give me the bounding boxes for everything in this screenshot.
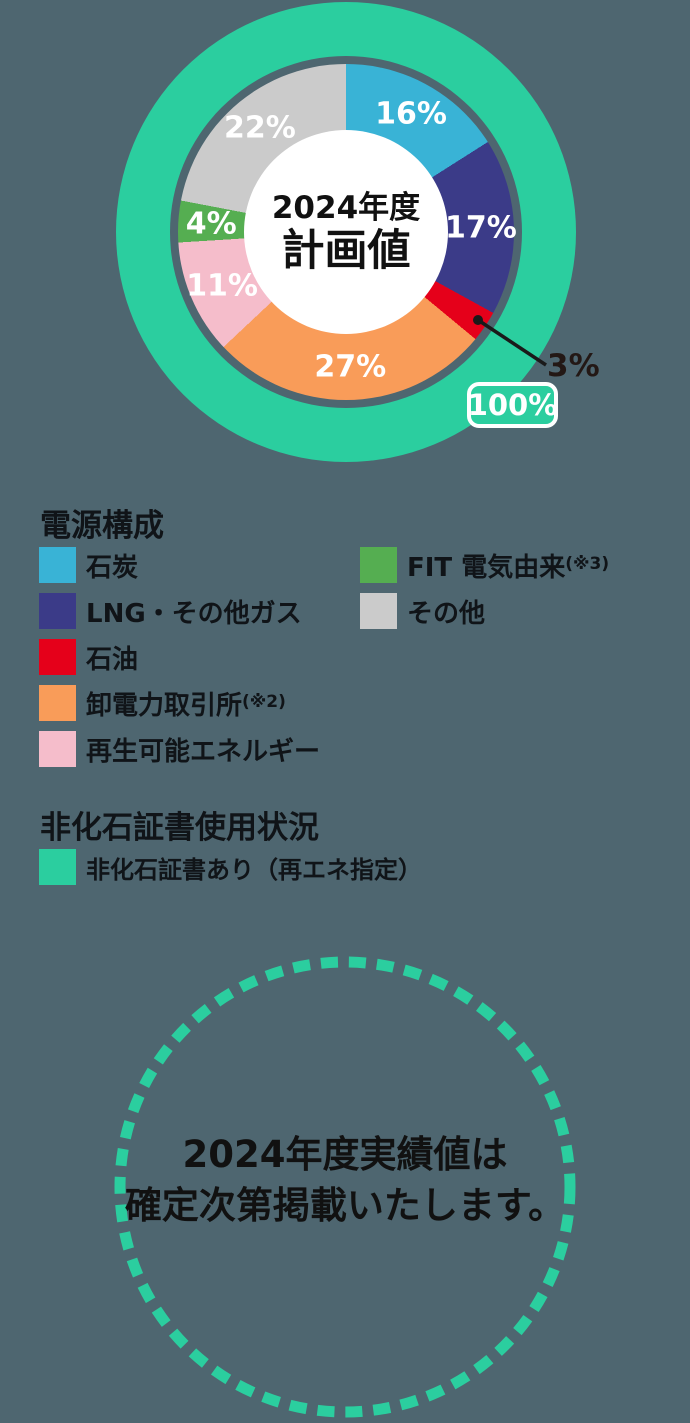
legend-item-卸電力取引所: 卸電力取引所(※2) — [39, 685, 320, 721]
legend-label: LNG・その他ガス — [86, 598, 302, 629]
segment-label-oil-outside: 3% — [547, 348, 600, 384]
segment-label-石炭: 16% — [375, 96, 447, 132]
segment-label-LNG・その他ガス: 17% — [445, 210, 517, 246]
notice-line2: 確定次第掲載いたします。 — [124, 1183, 566, 1227]
legend-item-FIT 電気由来: FIT 電気由来(※3) — [360, 547, 609, 583]
notice-text: 2024年度実績値は 確定次第掲載いたします。 — [65, 1130, 625, 1231]
callout-line — [473, 315, 547, 367]
donut-center: 2024年度 計画値 — [244, 130, 448, 334]
legend-label: 卸電力取引所(※2) — [86, 690, 286, 721]
notice-line1: 2024年度実績値は — [182, 1133, 508, 1176]
donut-chart: 2024年度 計画値 3% 100% 16% 17% 27% 11% 4% 22% — [0, 0, 690, 470]
dashed-circle-stroke — [114, 956, 576, 1418]
legend-label: 石油 — [86, 644, 139, 675]
legend-label: 石炭 — [86, 552, 139, 583]
legend-item-石油: 石油 — [39, 639, 320, 675]
legend-label-note: (※3) — [565, 553, 610, 574]
legend-swatch — [39, 547, 76, 583]
donut-center-year: 2024年度 — [271, 189, 421, 226]
legend-label: FIT 電気由来(※3) — [407, 552, 610, 583]
legend-item-再生可能エネルギー: 再生可能エネルギー — [39, 731, 320, 767]
legend-column-right: FIT 電気由来(※3) その他 — [360, 547, 609, 639]
legend-swatch-certificate — [39, 849, 76, 885]
power-composition-heading: 電源構成 — [40, 508, 164, 544]
certificate-status-heading: 非化石証書使用状況 — [40, 810, 319, 846]
legend-item-その他: その他 — [360, 593, 609, 629]
legend-label: 再生可能エネルギー — [86, 736, 321, 767]
legend-swatch — [39, 593, 76, 629]
segment-label-卸電力取引所: 27% — [314, 349, 387, 385]
legend-column-left: 石炭 LNG・その他ガス石油卸電力取引所(※2) 再生可能エネルギー — [39, 547, 320, 777]
legend-item-certificate: 非化石証書あり（再エネ指定） — [39, 849, 422, 885]
legend-swatch — [39, 685, 76, 721]
legend-swatch — [39, 639, 76, 675]
notice-dashed-circle — [114, 956, 576, 1418]
donut-center-title: 計画値 — [281, 225, 411, 276]
callout-connector — [477, 318, 547, 367]
segment-label-再生可能エネルギー: 11% — [186, 268, 258, 304]
legend-swatch — [360, 547, 397, 583]
legend-item-LNG・その他ガス: LNG・その他ガス — [39, 593, 320, 629]
legend-label-note: (※2) — [242, 691, 286, 712]
legend-label: その他 — [407, 598, 486, 629]
outer-ring-100-badge: 100% — [467, 382, 558, 428]
legend-label-certificate: 非化石証書あり（再エネ指定） — [86, 855, 422, 884]
segment-label-その他: 22% — [224, 110, 296, 146]
legend-item-石炭: 石炭 — [39, 547, 320, 583]
legend-swatch — [360, 593, 397, 629]
legend-swatch — [39, 731, 76, 767]
segment-label-FIT 電気由来: 4% — [185, 206, 237, 242]
